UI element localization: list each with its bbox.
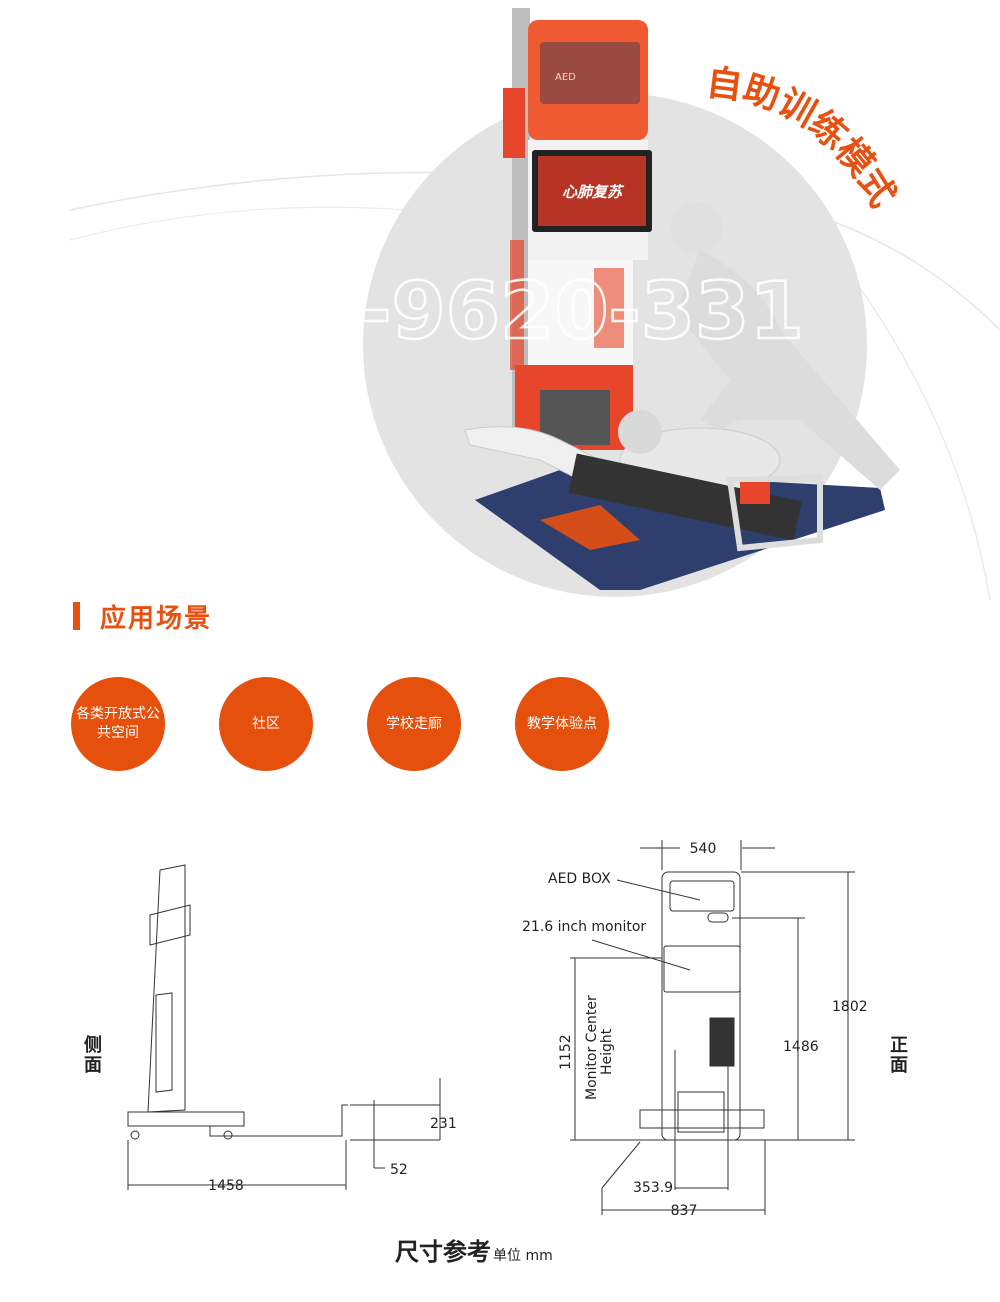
monitor-label: 21.6 inch monitor — [522, 919, 646, 935]
front-view-drawing — [570, 840, 855, 1215]
scene-community: 社区 — [219, 677, 313, 771]
footer-unit: 单位 mm — [493, 1248, 553, 1264]
dimension-reference-title: 尺寸参考单位 mm — [395, 1232, 553, 1267]
watermark-phone: 400-9620-331 — [196, 267, 803, 357]
dim-button-height: 1486 — [783, 1039, 819, 1055]
side-view-drawing — [127, 864, 441, 1190]
monitor-center-label: Monitor Center — [584, 995, 600, 1100]
section-accent-bar — [73, 602, 80, 630]
scene-teaching-point: 教学体验点 — [515, 677, 609, 771]
dim-side-height: 231 — [430, 1116, 457, 1132]
scene-public-space: 各类开放式公共空间 — [71, 677, 165, 771]
aed-box-label: AED BOX — [548, 871, 611, 887]
scene-label: 学校走廊 — [386, 715, 442, 732]
dim-base-width: 837 — [671, 1203, 698, 1219]
dim-monitor-center: 1152 — [558, 1034, 574, 1070]
dimension-drawings: 1458 231 52 540 AED BOX 21.6 inch monito… — [127, 840, 868, 1219]
dim-thickness: 52 — [390, 1162, 408, 1178]
scene-school-corridor: 学校走廊 — [367, 677, 461, 771]
scene-label: 社区 — [252, 715, 280, 732]
dim-length: 1458 — [208, 1178, 244, 1194]
dim-total-height: 1802 — [832, 999, 868, 1015]
section-title: 应用场景 — [100, 604, 213, 634]
product-hero-illustration: AED 心肺复苏 自助训练模式 400-9620-331 — [69, 8, 1000, 600]
scene-label: 各类开放式公共空间 — [76, 706, 160, 741]
screen-title: 心肺复苏 — [562, 183, 625, 201]
side-view-label: 侧面 — [84, 1035, 102, 1076]
dim-width-top: 540 — [690, 841, 717, 857]
aed-panel-label: AED — [555, 72, 576, 83]
front-view-label: 正面 — [890, 1035, 908, 1076]
scene-label: 教学体验点 — [527, 715, 597, 732]
monitor-center-label-2: Height — [599, 1028, 615, 1075]
dim-inner-width: 353.9 — [633, 1180, 673, 1196]
footer-title: 尺寸参考 — [395, 1238, 491, 1266]
